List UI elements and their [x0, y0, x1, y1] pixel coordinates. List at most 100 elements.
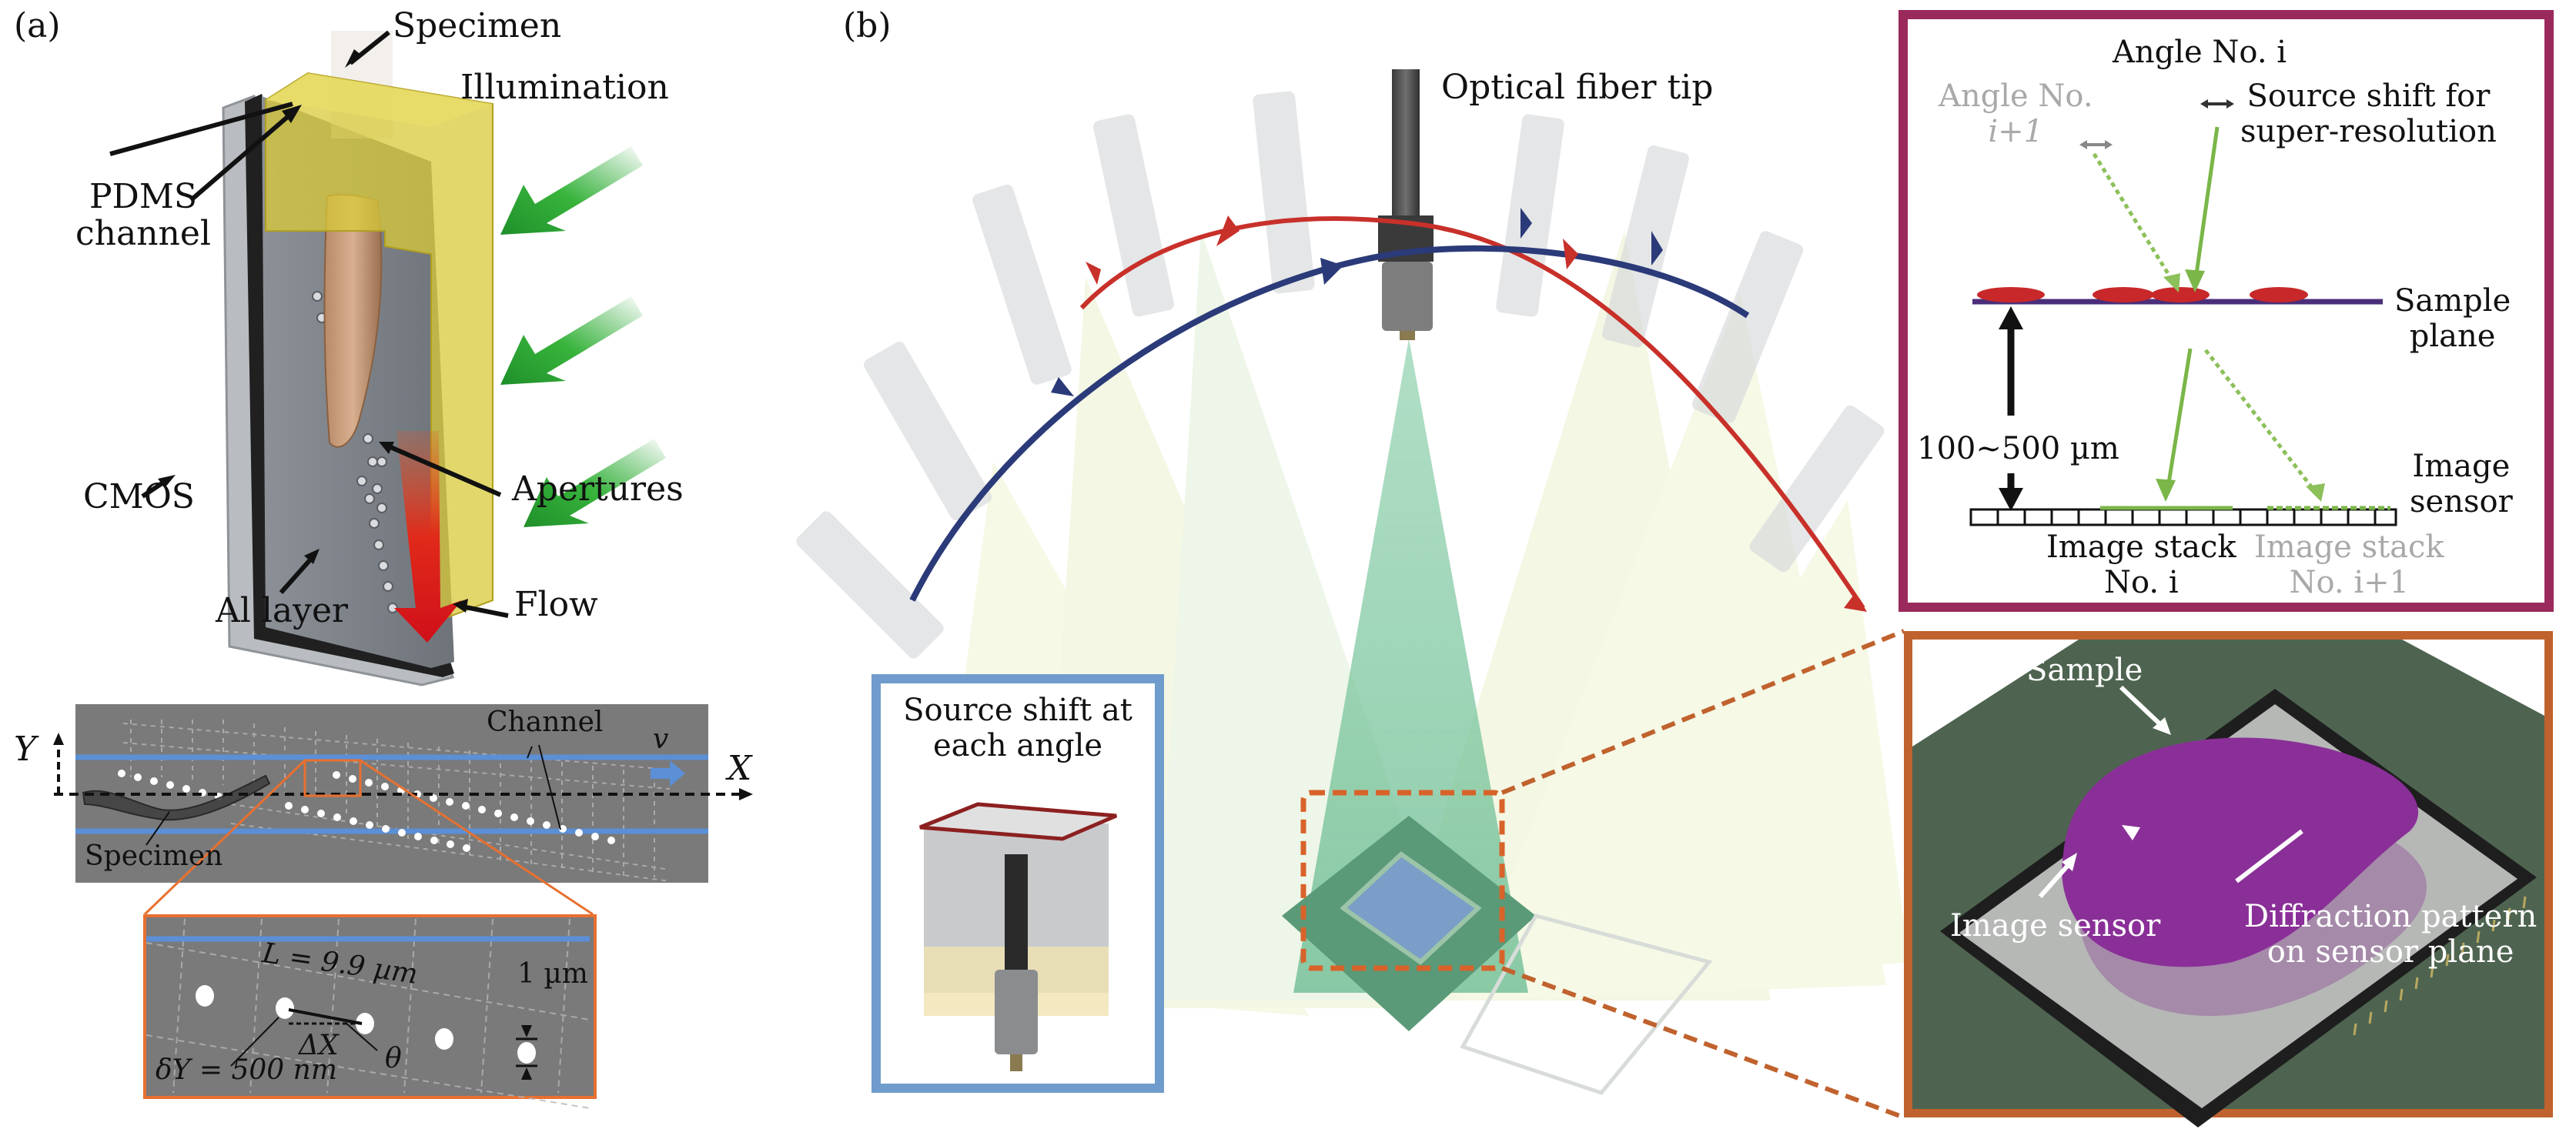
sensor-pins [2353, 896, 2527, 1036]
ray-angle-i1-incident [2092, 152, 2177, 286]
delta-y-pointer [230, 1017, 279, 1067]
inset-delta-y-label: δY = 500 nm [156, 1054, 337, 1086]
inset-apertures [196, 985, 536, 1064]
sample-blob [2062, 737, 2419, 967]
source-shift-double-arrow-i1 [2079, 140, 2113, 149]
inset-grid [146, 918, 590, 1109]
red-scan-arc [1079, 216, 1865, 610]
source-shift-title: Source shift at each angle [881, 693, 1155, 763]
image-sensor-pixel-dividers [1996, 509, 2377, 525]
distance-label: 100~500 µm [1917, 431, 2119, 466]
zoom-dashed-frame [1300, 790, 1505, 971]
image-sensor-line1: Image [2412, 449, 2511, 484]
label-apertures: Apertures [512, 469, 684, 509]
theta-pointer [346, 1023, 378, 1051]
specimen-pointer [146, 811, 170, 846]
image-stack-i-line1: Image stack [2046, 529, 2236, 565]
sample-plane-label: Sample plane [2394, 283, 2511, 354]
source-shift-double-arrow-i [2200, 99, 2234, 109]
label-pdms-channel: PDMS channel [75, 177, 211, 254]
inset-theta-label: θ [385, 1043, 402, 1074]
glass-slide-outline [1460, 914, 1713, 1095]
channel-pointer-2 [538, 744, 561, 830]
x-axis-arrowhead [739, 788, 753, 800]
faded-fiber-housings [796, 91, 1885, 659]
image-stack-i1-line2: No. i+1 [2289, 565, 2410, 600]
zoom-line-left [143, 759, 306, 916]
optical-fiber-housing [1382, 262, 1433, 331]
label-pdms-line2: channel [75, 214, 211, 254]
sensor-pointers [2038, 685, 2303, 898]
sample-plane-line2: plane [2409, 319, 2496, 354]
specimen-topview-label: Specimen [85, 840, 223, 872]
arc-arrowheads [1051, 208, 1867, 612]
sample-plane-line1: Sample [2394, 283, 2511, 319]
diffraction-line2: on sensor plane [2267, 934, 2514, 970]
image-stack-i1-line1: Image stack [2254, 529, 2444, 565]
ray-angle-i-incident [2193, 126, 2220, 286]
source-shift-line1: Source shift at [903, 693, 1132, 728]
angle-i1-line1: Angle No. [1939, 78, 2093, 114]
diffraction-pattern-label: Diffraction pattern on sensor plane [2244, 899, 2537, 970]
central-light-cone [1293, 339, 1528, 993]
axis-y-label: Y [14, 730, 37, 769]
source-shift-sr-line1: Source shift for [2246, 78, 2491, 114]
specimen-worm-topview [82, 774, 271, 821]
label-al-layer: Al layer [216, 591, 349, 630]
zoom-dashed-line-bottom [1500, 966, 1905, 1120]
sensor-active-area [1340, 851, 1482, 965]
velocity-label: v [653, 723, 669, 755]
ray-angle-i-transmitted [2165, 348, 2193, 493]
optical-fiber-shaft [1392, 69, 1420, 215]
image-sensor-closeup-label: Image sensor [1950, 908, 2161, 944]
label-pointers [109, 30, 509, 618]
image-stack-i1-label: Image stack No. i+1 [2254, 529, 2444, 600]
inset-delta-x-label: ΔX [299, 1030, 339, 1061]
label-specimen: Specimen [393, 6, 562, 45]
image-stack-i-line2: No. i [2104, 565, 2179, 600]
inset-size-label: 1 µm [517, 958, 588, 990]
size-arrow-down [521, 1025, 532, 1037]
image-stack-i-label: Image stack No. i [2046, 529, 2236, 600]
image-sensor-line2: sensor [2410, 484, 2513, 519]
sample-label: Sample [2026, 653, 2143, 688]
background-white-corner-right [2402, 640, 2544, 716]
background-white-corner-left [1912, 640, 2079, 747]
zoom-region-box [303, 759, 362, 797]
spacing-L-arrow [288, 1008, 363, 1025]
panel-label-a: (a) [14, 6, 61, 45]
panel-label-b: (b) [843, 6, 892, 45]
angle-i1-label: Angle No. i+1 [1939, 78, 2093, 149]
zoom-dashed-line-top [1500, 629, 1905, 795]
angle-i-label: Angle No. i [2113, 35, 2287, 70]
label-pdms-line1: PDMS [89, 177, 198, 216]
label-flow: Flow [514, 585, 598, 624]
label-illumination: Illumination [460, 68, 669, 107]
angle-i1-line2: i+1 [1988, 114, 2044, 149]
velocity-arrow [651, 760, 685, 787]
label-cmos: CMOS [83, 477, 195, 516]
y-axis-arrowhead [53, 733, 64, 745]
sample-objects [1977, 287, 2308, 302]
source-shift-line2: each angle [932, 728, 1103, 763]
diffraction-line1: Diffraction pattern [2244, 899, 2538, 934]
fiber-bundle [919, 802, 1117, 1071]
navy-scan-arc [909, 245, 1750, 602]
channel-pointer-1 [527, 746, 533, 759]
image-sensor-label: Image sensor [2410, 449, 2513, 519]
illumination-arrows [500, 146, 666, 527]
apertures [312, 291, 398, 613]
channel-label: Channel [487, 706, 604, 738]
optical-fiber-ferrule [1400, 331, 1415, 340]
pixel-grid [122, 720, 671, 882]
axis-x-label: X [728, 749, 752, 788]
size-arrow-up [521, 1067, 532, 1080]
ray-angle-i1-transmitted [2204, 349, 2317, 494]
source-shift-sr-line2: super-resolution [2240, 114, 2497, 149]
